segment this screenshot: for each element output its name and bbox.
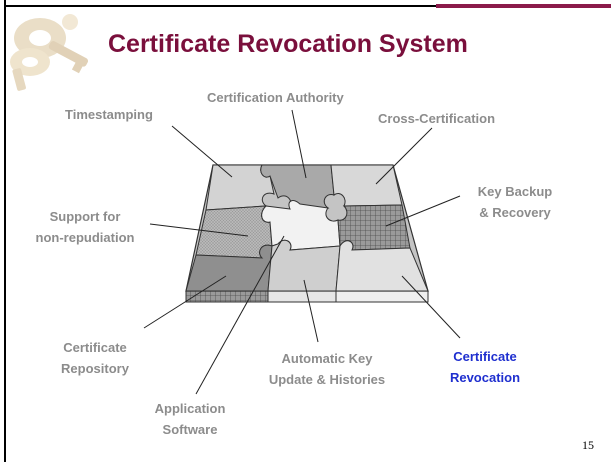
label-key-backup-line1: Key Backup (477, 184, 553, 199)
label-app-software-line2: Software (162, 422, 218, 437)
leader-cross-cert (375, 127, 433, 185)
label-non-repudiation-line2: non-repudiation (35, 230, 135, 245)
label-cross-certification: Cross-Certification (378, 111, 496, 126)
leader-app-software (195, 235, 285, 395)
slide-title: Certificate Revocation System (108, 30, 468, 58)
label-auto-key-line2: Update & Histories (268, 372, 386, 387)
label-timestamping: Timestamping (65, 107, 153, 122)
label-repository-line2: Repository (61, 361, 129, 376)
leader-non-repudiation (149, 223, 249, 237)
label-key-backup: Key Backup & Recovery (460, 181, 570, 223)
puzzle-front-edge-left (185, 290, 269, 303)
label-non-repudiation-line1: Support for (49, 209, 121, 224)
label-revocation-line2: Revocation (449, 370, 521, 385)
label-certificate-revocation: Certificate Revocation (430, 346, 540, 388)
puzzle-piece-certification-authority (260, 164, 335, 210)
label-certificate-repository: Certificate Repository (40, 337, 150, 379)
label-application-software: Application Software (135, 398, 245, 440)
leader-revocation (401, 275, 461, 339)
label-key-backup-line2: & Recovery (479, 205, 551, 220)
label-auto-key-line1: Automatic Key (281, 351, 373, 366)
leader-key-backup (385, 195, 461, 227)
page-number: 15 (582, 438, 594, 452)
label-revocation-line1: Certificate (453, 349, 517, 364)
label-certification-authority: Certification Authority (207, 90, 344, 105)
slide-frame-left (4, 0, 6, 462)
leader-cert-authority (291, 109, 307, 179)
label-repository-line1: Certificate (63, 340, 127, 355)
slide-frame-top (4, 5, 436, 7)
leader-auto-key (303, 279, 319, 343)
label-app-software-line1: Application (154, 401, 226, 416)
leader-repository (143, 275, 227, 329)
puzzle-front-edge-right (335, 290, 429, 303)
puzzle-front-edge-mid (267, 290, 337, 303)
puzzle-piece-revocation (335, 240, 429, 292)
title-accent-bar (436, 4, 611, 8)
label-automatic-key-update: Automatic Key Update & Histories (262, 348, 392, 390)
puzzle-piece-central (261, 200, 341, 251)
label-non-repudiation: Support for non-repudiation (20, 206, 150, 248)
leader-timestamping (171, 125, 233, 178)
